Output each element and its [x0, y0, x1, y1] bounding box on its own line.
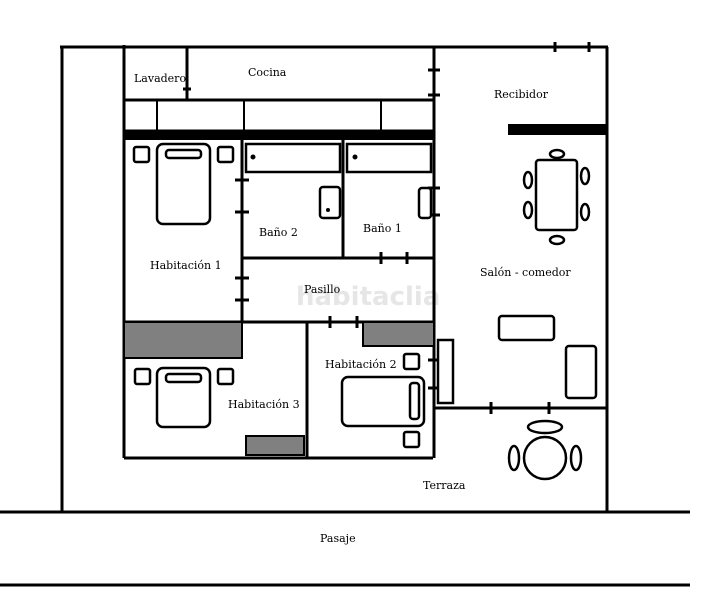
bed-hab1 [132, 142, 235, 226]
outer-walls [60, 45, 609, 512]
sofa [564, 344, 598, 400]
label-habitacion1: Habitación 1 [150, 259, 222, 272]
label-terraza: Terraza [423, 479, 466, 492]
label-recibidor: Recibidor [494, 88, 549, 101]
label-cocina: Cocina [248, 66, 287, 79]
recibidor-closet [508, 124, 607, 135]
dining-table [522, 148, 591, 246]
label-habitacion3: Habitación 3 [228, 398, 300, 411]
bathtub-bano1 [345, 142, 433, 220]
label-pasaje: Pasaje [320, 532, 356, 545]
bed-hab3 [133, 366, 235, 429]
label-habitacion2: Habitación 2 [325, 358, 397, 371]
label-bano1: Baño 1 [363, 222, 402, 235]
coffee-table [497, 314, 556, 342]
label-lavadero: Lavadero [134, 72, 186, 85]
terrace-table [507, 419, 583, 481]
wardrobe-hab1 [123, 321, 243, 359]
bed-hab2 [340, 352, 426, 449]
wardrobe-hab3 [245, 435, 305, 456]
label-bano2: Baño 2 [259, 226, 298, 239]
wardrobe-hab2 [362, 321, 435, 347]
bathtub-bano2 [244, 142, 342, 220]
label-pasillo: Pasillo [304, 283, 341, 296]
kitchen-counter-black [124, 131, 434, 140]
watermark: habitaclia [296, 282, 440, 312]
sideboard [436, 338, 455, 405]
label-salon: Salón - comedor [480, 266, 571, 279]
